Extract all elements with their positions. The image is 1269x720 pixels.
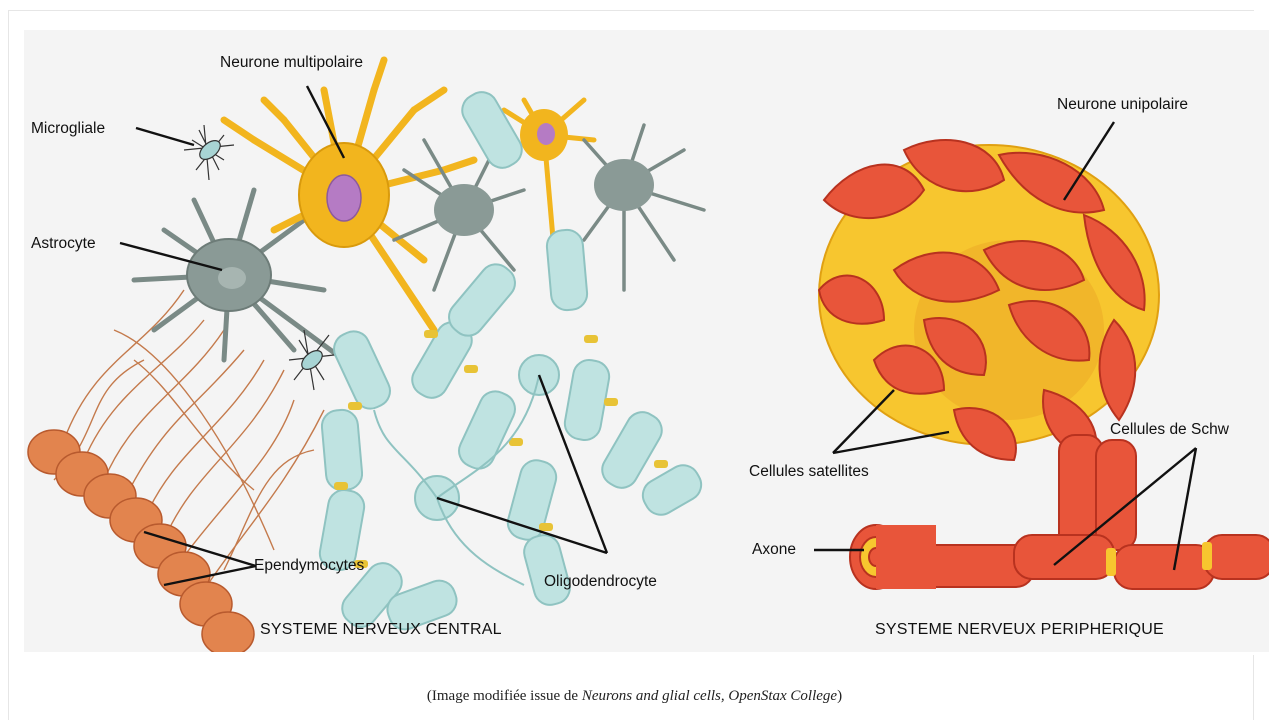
- caption-suffix: ): [837, 688, 842, 704]
- microglia-top: [184, 125, 234, 180]
- multipolar-neuron-nucleus: [327, 175, 361, 221]
- axon-end: [850, 525, 936, 589]
- label-cellules-de-schwann: Cellules de Schw: [1110, 421, 1229, 439]
- schwann-cells: [914, 435, 1269, 589]
- label-axone: Axone: [752, 541, 796, 559]
- caption-prefix: (Image modifiée issue de: [427, 688, 582, 704]
- frame-left-line: [8, 10, 9, 720]
- label-ependymocytes: Ependymocytes: [254, 557, 364, 575]
- section-title-peripheral: SYSTEME NERVEUX PERIPHERIQUE: [875, 621, 1164, 639]
- astrocyte-nucleus: [218, 267, 246, 289]
- ependymocytes-cells: [28, 430, 254, 652]
- label-neurone-unipolaire: Neurone unipolaire: [1057, 96, 1188, 114]
- label-astrocyte: Astrocyte: [31, 235, 96, 253]
- illustration: [24, 30, 1269, 652]
- section-title-central: SYSTEME NERVEUX CENTRAL: [260, 621, 502, 639]
- label-cellules-satellites: Cellules satellites: [749, 463, 869, 481]
- gray-glia-body-2: [594, 159, 654, 211]
- label-neurone-multipolaire: Neurone multipolaire: [220, 54, 363, 72]
- label-microgliale: Microgliale: [31, 120, 105, 138]
- frame-top-line: [8, 10, 1254, 11]
- caption-source: Neurons and glial cells, OpenStax Colleg…: [582, 688, 837, 704]
- glial-cells-figure: Neurone multipolaire Microgliale Astrocy…: [24, 30, 1269, 652]
- figure-caption: (Image modifiée issue de Neurons and gli…: [0, 688, 1269, 705]
- label-oligodendrocyte: Oligodendrocyte: [544, 573, 657, 591]
- top-neuron-nucleus: [537, 123, 555, 145]
- gray-glia-body-1: [434, 184, 494, 236]
